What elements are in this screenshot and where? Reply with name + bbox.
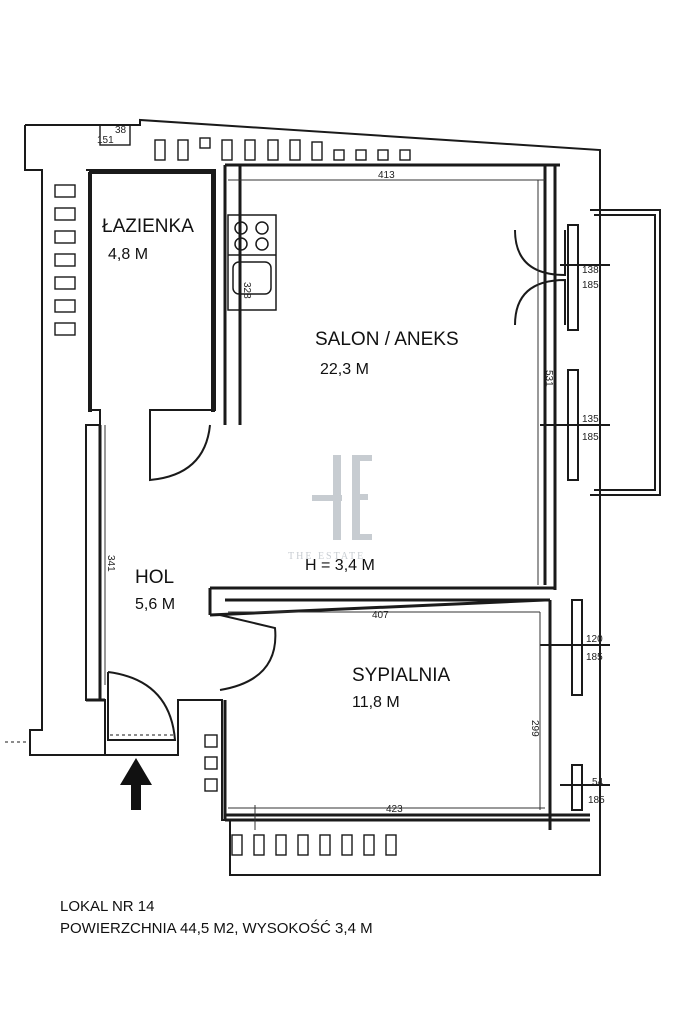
win1-bottom: 185 [582,280,599,291]
dim-shaft-a: 38 [115,125,127,136]
win3-bottom: 185 [586,652,603,663]
dim-living-depth: 531 [543,370,554,387]
room-name-bathroom: ŁAZIENKA [102,216,194,237]
win1-top: 138 [582,265,599,276]
room-name-living: SALON / ANEKS [315,329,459,350]
watermark-logo: THE ESTATE [288,455,372,562]
dim-hall-len: 341 [105,555,116,572]
balcony [590,209,661,496]
dim-shaft-b: 151 [97,135,114,146]
entrance-arrow-icon [120,758,152,810]
watermark-text: THE ESTATE [288,551,365,562]
entry-marker [5,734,175,743]
kitchen-counter [227,214,277,311]
dim-kitchen-len: 328 [241,282,252,299]
caption-area-height: POWIERZCHNIA 44,5 M2, WYSOKOŚĆ 3,4 M [60,920,373,937]
room-area-bathroom: 4,8 M [108,246,148,263]
ventilation-left [54,184,76,336]
doors [107,229,566,741]
dim-bedroom-top: 407 [372,610,389,621]
room-name-hall: HOL [135,567,174,588]
living-walls [86,163,590,830]
dim-living-width: 413 [378,170,395,181]
windows [540,224,610,811]
ventilation-top [99,124,411,161]
win2-bottom: 185 [582,432,599,443]
room-area-hall: 5,6 M [135,596,175,613]
dimension-lines [104,179,545,830]
dim-bedroom-depth: 299 [529,720,540,737]
dim-bedroom-bottom: 423 [386,804,403,815]
room-name-bedroom: SYPIALNIA [352,665,451,686]
bathroom-walls [88,170,215,412]
room-area-bedroom: 11,8 M [352,694,400,711]
win2-top: 135 [582,414,599,425]
win4-bottom: 185 [588,795,605,806]
height-label: H = 3,4 M [305,557,375,574]
win3-top: 120 [586,634,603,645]
room-area-living: 22,3 M [320,361,369,378]
win4-top: 54 [592,777,604,788]
ventilation-bottom [204,734,397,856]
caption-unit-number: LOKAL NR 14 [60,898,155,915]
